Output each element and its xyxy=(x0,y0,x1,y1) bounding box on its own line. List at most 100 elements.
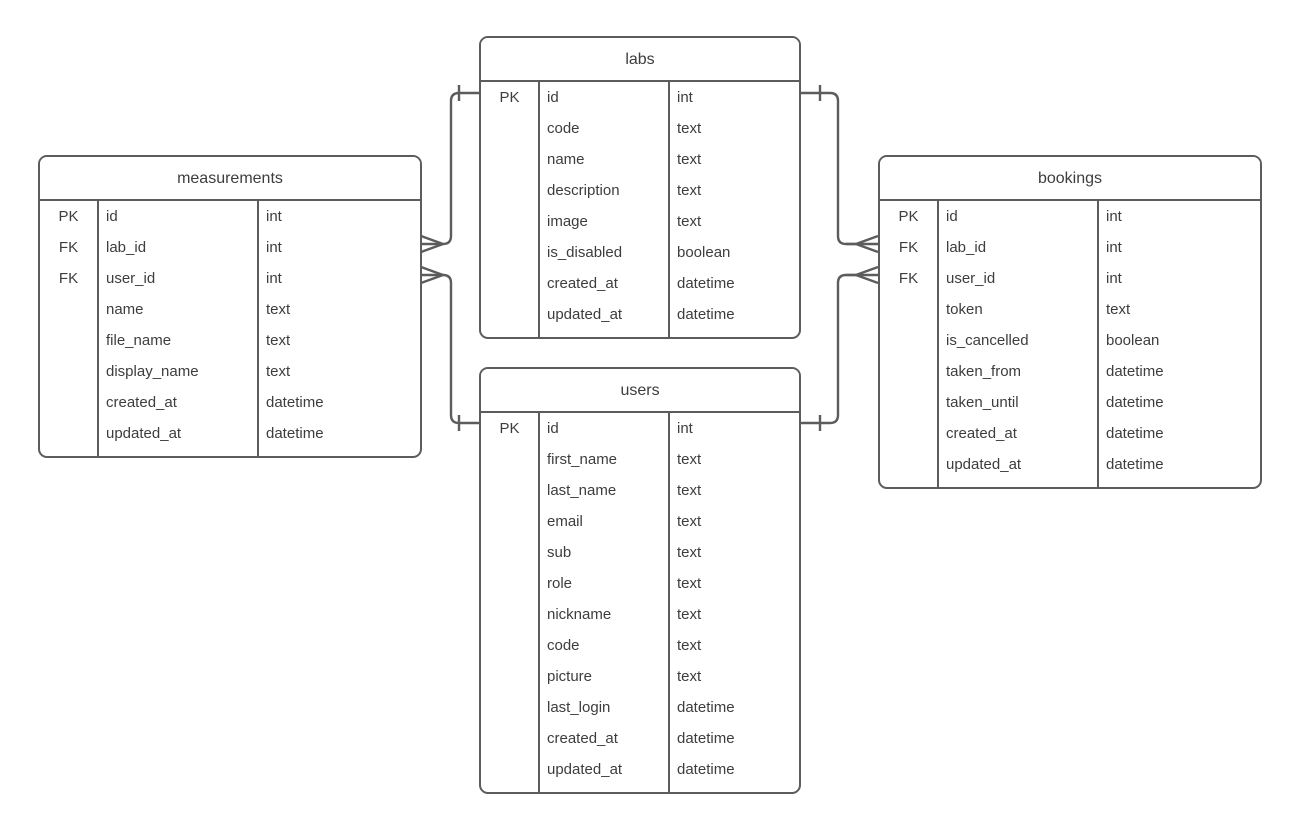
crowfoot-upper xyxy=(420,265,444,277)
attribute-row[interactable]: name text xyxy=(40,294,420,325)
attribute-row[interactable]: FK user_id int xyxy=(880,263,1260,294)
attribute-row[interactable]: PK id int xyxy=(481,413,799,444)
attribute-row[interactable]: display_name text xyxy=(40,356,420,387)
attribute-type: text xyxy=(677,213,702,230)
attribute-type: text xyxy=(266,363,291,380)
attribute-row[interactable]: PK id int xyxy=(40,201,420,232)
attribute-key xyxy=(481,299,540,330)
attribute-type: int xyxy=(266,208,282,225)
attribute-name: created_at xyxy=(540,268,670,299)
attribute-name: is_disabled xyxy=(540,237,670,268)
attribute-type: text xyxy=(1106,301,1131,318)
attribute-row[interactable]: PK id int xyxy=(880,201,1260,232)
attribute-type: text xyxy=(677,182,702,199)
entity-title-labs: labs xyxy=(481,38,799,82)
entity-labs[interactable]: labs PK id int code text name text descr… xyxy=(479,36,801,339)
attribute-name: code xyxy=(540,630,670,661)
attribute-row[interactable]: role text xyxy=(481,568,799,599)
attribute-row[interactable]: updated_at datetime xyxy=(40,418,420,449)
attribute-key xyxy=(481,237,540,268)
attribute-row[interactable]: nickname text xyxy=(481,599,799,630)
attribute-row[interactable]: updated_at datetime xyxy=(481,754,799,785)
attribute-row[interactable]: token text xyxy=(880,294,1260,325)
attribute-type: datetime xyxy=(266,425,324,442)
attribute-row[interactable]: FK lab_id int xyxy=(880,232,1260,263)
attribute-row[interactable]: first_name text xyxy=(481,444,799,475)
attribute-key xyxy=(481,537,540,568)
attribute-name: sub xyxy=(540,537,670,568)
attribute-row[interactable]: image text xyxy=(481,206,799,237)
attribute-row[interactable]: last_login datetime xyxy=(481,692,799,723)
attribute-row[interactable]: name text xyxy=(481,144,799,175)
relationship-users-measurements xyxy=(420,265,479,431)
attribute-key xyxy=(40,325,99,356)
attribute-row[interactable]: last_name text xyxy=(481,475,799,506)
attribute-key xyxy=(481,661,540,692)
attribute-key: PK xyxy=(481,82,540,113)
attribute-key xyxy=(880,387,939,418)
attribute-list-bookings: PK id int FK lab_id int FK user_id int t… xyxy=(880,201,1260,487)
attribute-row[interactable]: file_name text xyxy=(40,325,420,356)
attribute-row[interactable]: FK lab_id int xyxy=(40,232,420,263)
attribute-name: id xyxy=(939,201,1099,232)
attribute-key-spacer xyxy=(880,480,939,487)
entity-users[interactable]: users PK id int first_name text last_nam… xyxy=(479,367,801,794)
attribute-name: email xyxy=(540,506,670,537)
attribute-key xyxy=(481,144,540,175)
attribute-key xyxy=(481,444,540,475)
attribute-type: datetime xyxy=(677,699,735,716)
attribute-key xyxy=(880,449,939,480)
attribute-type: datetime xyxy=(677,306,735,323)
attribute-type-spacer xyxy=(259,449,420,456)
attribute-key xyxy=(880,294,939,325)
attribute-key xyxy=(481,754,540,785)
attribute-type-spacer xyxy=(670,785,799,792)
attribute-row-spacer xyxy=(880,480,1260,487)
attribute-name: description xyxy=(540,175,670,206)
attribute-row[interactable]: code text xyxy=(481,113,799,144)
attribute-row[interactable]: sub text xyxy=(481,537,799,568)
attribute-row[interactable]: taken_from datetime xyxy=(880,356,1260,387)
attribute-name: name xyxy=(540,144,670,175)
attribute-key xyxy=(481,506,540,537)
attribute-list-users: PK id int first_name text last_name text… xyxy=(481,413,799,792)
attribute-type-spacer xyxy=(670,330,799,337)
attribute-row[interactable]: code text xyxy=(481,630,799,661)
attribute-row[interactable]: updated_at datetime xyxy=(481,299,799,330)
attribute-row[interactable]: created_at datetime xyxy=(40,387,420,418)
attribute-row[interactable]: created_at datetime xyxy=(481,723,799,754)
attribute-name: code xyxy=(540,113,670,144)
attribute-row[interactable]: description text xyxy=(481,175,799,206)
attribute-row[interactable]: FK user_id int xyxy=(40,263,420,294)
attribute-key xyxy=(481,268,540,299)
attribute-row[interactable]: taken_until datetime xyxy=(880,387,1260,418)
attribute-list-measurements: PK id int FK lab_id int FK user_id int n… xyxy=(40,201,420,456)
attribute-key xyxy=(481,692,540,723)
crowfoot-lower xyxy=(420,242,444,254)
attribute-row[interactable]: created_at datetime xyxy=(481,268,799,299)
attribute-row[interactable]: email text xyxy=(481,506,799,537)
attribute-key xyxy=(481,568,540,599)
attribute-type: int xyxy=(1106,239,1122,256)
attribute-row[interactable]: picture text xyxy=(481,661,799,692)
attribute-type: int xyxy=(1106,270,1122,287)
attribute-type: text xyxy=(677,513,702,530)
attribute-key xyxy=(481,175,540,206)
attribute-row[interactable]: is_cancelled boolean xyxy=(880,325,1260,356)
attribute-type: datetime xyxy=(1106,363,1164,380)
attribute-row[interactable]: updated_at datetime xyxy=(880,449,1260,480)
attribute-name: created_at xyxy=(99,387,259,418)
attribute-type: datetime xyxy=(677,275,735,292)
attribute-row[interactable]: created_at datetime xyxy=(880,418,1260,449)
attribute-list-labs: PK id int code text name text descriptio… xyxy=(481,82,799,337)
attribute-name: last_name xyxy=(540,475,670,506)
attribute-name: taken_from xyxy=(939,356,1099,387)
attribute-key xyxy=(481,630,540,661)
crowfoot-upper xyxy=(855,265,879,277)
entity-bookings[interactable]: bookings PK id int FK lab_id int FK user… xyxy=(878,155,1262,489)
attribute-key: PK xyxy=(880,201,939,232)
attribute-row[interactable]: is_disabled boolean xyxy=(481,237,799,268)
attribute-row[interactable]: PK id int xyxy=(481,82,799,113)
entity-measurements[interactable]: measurements PK id int FK lab_id int FK … xyxy=(38,155,422,458)
